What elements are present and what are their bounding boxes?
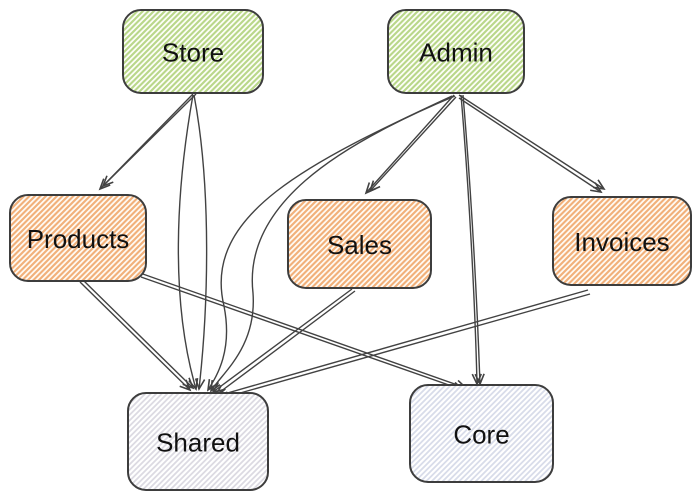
node-store: Store xyxy=(122,9,264,94)
node-sales-box xyxy=(287,199,432,289)
node-products: Products xyxy=(9,194,147,282)
node-invoices: Invoices xyxy=(552,196,692,286)
node-core-label: Core xyxy=(453,420,509,450)
edge-admin-sales xyxy=(364,94,457,195)
node-products-box xyxy=(9,194,147,282)
node-products-label: Products xyxy=(27,224,130,254)
node-admin-box xyxy=(387,9,525,94)
edge-admin-invoices xyxy=(458,94,606,194)
node-sales: Sales xyxy=(287,199,432,289)
edge-store-shared xyxy=(177,94,208,391)
node-shared-box xyxy=(127,392,269,491)
edge-store-products xyxy=(98,93,197,191)
edge-products-shared xyxy=(79,280,195,392)
node-admin: Admin xyxy=(387,9,525,94)
node-store-label: Store xyxy=(162,38,224,68)
node-store-box xyxy=(122,9,264,94)
edge-invoices-shared xyxy=(215,289,591,402)
edge-sales-shared xyxy=(211,288,356,397)
node-core: Core xyxy=(409,384,554,483)
node-shared: Shared xyxy=(127,392,269,491)
node-invoices-label: Invoices xyxy=(574,227,669,257)
node-core-box xyxy=(409,384,554,483)
edge-products-core xyxy=(139,272,468,392)
node-sales-label: Sales xyxy=(327,230,392,260)
edge-layer xyxy=(79,93,606,402)
edge-admin-shared xyxy=(206,95,456,393)
node-shared-label: Shared xyxy=(156,428,240,458)
node-invoices-box xyxy=(552,196,692,286)
node-admin-label: Admin xyxy=(419,38,493,68)
edge-admin-core xyxy=(460,94,485,386)
